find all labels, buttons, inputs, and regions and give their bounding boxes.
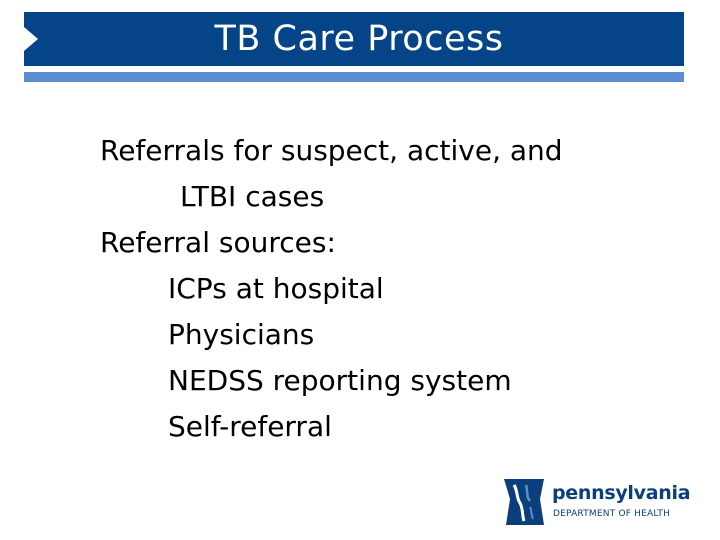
bullet-item: Referral sources:: [100, 226, 336, 259]
sub-bullet-item: NEDSS reporting system: [168, 364, 512, 397]
bullet-list: Referrals for suspect, active, and LTBI …: [100, 128, 690, 450]
bullet-item: LTBI cases: [180, 180, 325, 213]
keystone-logo-icon: [504, 479, 544, 525]
title-notch-arrow: [24, 27, 38, 51]
logo-department: DEPARTMENT OF HEALTH: [553, 509, 671, 519]
bullet-item: Referrals for suspect, active, and: [100, 134, 563, 167]
title-bar: TB Care Process: [24, 12, 684, 66]
accent-bar: [24, 72, 684, 82]
slide-title: TB Care Process: [214, 19, 504, 59]
pa-health-logo: pennsylvania DEPARTMENT OF HEALTH: [500, 477, 691, 527]
logo-name: pennsylvania: [552, 482, 691, 504]
sub-bullet-item: Physicians: [168, 318, 315, 351]
sub-bullet-item: ICPs at hospital: [168, 272, 384, 305]
sub-bullet-item: Self-referral: [168, 410, 332, 443]
